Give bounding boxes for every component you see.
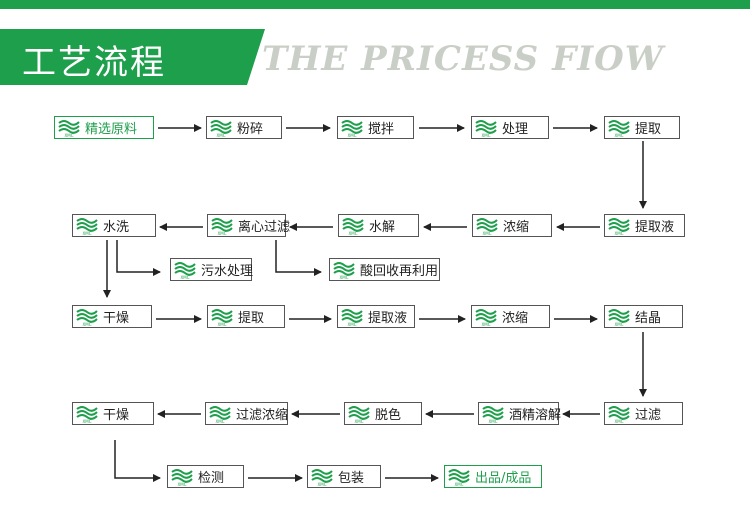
- step-water-wash: XMC 水洗: [72, 214, 156, 237]
- step-filter: XMC 过滤: [604, 402, 683, 425]
- svg-text:XMC: XMC: [181, 275, 190, 280]
- step-inspect: XMC 检测: [167, 465, 244, 488]
- xmc-logo-icon: XMC: [474, 307, 498, 327]
- xmc-logo-icon: XMC: [347, 404, 371, 424]
- svg-text:XMC: XMC: [178, 482, 187, 487]
- step-treat: XMC 处理: [471, 116, 549, 139]
- svg-text:XMC: XMC: [218, 231, 227, 236]
- svg-text:XMC: XMC: [65, 133, 74, 138]
- svg-text:XMC: XMC: [615, 231, 624, 236]
- xmc-logo-icon: XMC: [607, 216, 631, 236]
- step-centrifugal-filter: XMC 离心过滤: [207, 214, 290, 237]
- svg-text:XMC: XMC: [349, 231, 358, 236]
- xmc-logo-icon: XMC: [209, 118, 233, 138]
- step-decolorize: XMC 脱色: [344, 402, 422, 425]
- step-extract: XMC 提取: [604, 116, 680, 139]
- step-package: XMC 包装: [307, 465, 381, 488]
- xmc-logo-icon: XMC: [310, 467, 334, 487]
- page-title: 工艺流程: [22, 43, 166, 83]
- xmc-logo-icon: XMC: [210, 216, 234, 236]
- xmc-logo-icon: XMC: [447, 467, 471, 487]
- step-hydrolyze: XMC 水解: [338, 214, 419, 237]
- xmc-logo-icon: XMC: [607, 307, 631, 327]
- svg-text:XMC: XMC: [218, 322, 227, 327]
- top-accent-bar: [0, 0, 750, 9]
- step-finished-product: XMC 出品/成品: [444, 465, 542, 488]
- arrow: [116, 240, 161, 276]
- step-dry-2: XMC 干燥: [72, 402, 154, 425]
- svg-text:XMC: XMC: [348, 133, 357, 138]
- svg-text:XMC: XMC: [482, 133, 491, 138]
- arrow: [275, 240, 322, 276]
- step-dry: XMC 干燥: [72, 305, 152, 328]
- svg-text:XMC: XMC: [482, 322, 491, 327]
- xmc-logo-icon: XMC: [170, 467, 194, 487]
- xmc-logo-icon: XMC: [340, 307, 364, 327]
- step-extract-liquid: XMC 提取液: [604, 214, 685, 237]
- xmc-logo-icon: XMC: [340, 118, 364, 138]
- svg-text:XMC: XMC: [318, 482, 327, 487]
- step-alcohol-dissolve: XMC 酒精溶解: [478, 402, 561, 425]
- svg-text:XMC: XMC: [83, 231, 92, 236]
- xmc-logo-icon: XMC: [75, 404, 99, 424]
- svg-text:XMC: XMC: [83, 322, 92, 327]
- svg-text:XMC: XMC: [348, 322, 357, 327]
- step-filter-concentrate: XMC 过滤浓缩: [205, 402, 288, 425]
- svg-text:XMC: XMC: [355, 419, 364, 424]
- xmc-logo-icon: XMC: [173, 260, 197, 280]
- xmc-logo-icon: XMC: [57, 118, 81, 138]
- xmc-logo-icon: XMC: [332, 260, 356, 280]
- svg-text:XMC: XMC: [615, 133, 624, 138]
- step-crush: XMC 粉碎: [206, 116, 282, 139]
- step-extract-liquid-2: XMC 提取液: [337, 305, 415, 328]
- svg-text:XMC: XMC: [340, 275, 349, 280]
- step-select-raw-materials: XMC 精选原料: [54, 116, 154, 139]
- arrow: [114, 440, 161, 482]
- step-stir: XMC 搅拌: [337, 116, 414, 139]
- xmc-logo-icon: XMC: [75, 216, 99, 236]
- xmc-logo-icon: XMC: [475, 216, 499, 236]
- step-extract-2: XMC 提取: [207, 305, 285, 328]
- step-concentrate-2: XMC 浓缩: [471, 305, 550, 328]
- step-concentrate: XMC 浓缩: [472, 214, 552, 237]
- xmc-logo-icon: XMC: [341, 216, 365, 236]
- xmc-logo-icon: XMC: [208, 404, 232, 424]
- svg-text:XMC: XMC: [483, 231, 492, 236]
- xmc-logo-icon: XMC: [474, 118, 498, 138]
- svg-text:XMC: XMC: [216, 419, 225, 424]
- svg-text:XMC: XMC: [615, 322, 624, 327]
- page-subtitle: THE PRICESS FIOW: [262, 39, 664, 79]
- header-banner-light-panel: [247, 29, 750, 85]
- step-crystallize: XMC 结晶: [604, 305, 683, 328]
- step-acid-recovery: XMC 酸回收再利用: [329, 258, 440, 281]
- svg-text:XMC: XMC: [615, 419, 624, 424]
- svg-text:XMC: XMC: [83, 419, 92, 424]
- xmc-logo-icon: XMC: [607, 118, 631, 138]
- header-banner: 工艺流程 THE PRICESS FIOW: [0, 29, 750, 85]
- xmc-logo-icon: XMC: [210, 307, 234, 327]
- xmc-logo-icon: XMC: [481, 404, 505, 424]
- svg-text:XMC: XMC: [217, 133, 226, 138]
- xmc-logo-icon: XMC: [607, 404, 631, 424]
- step-wastewater-treatment: XMC 污水处理: [170, 258, 253, 281]
- svg-text:XMC: XMC: [455, 482, 464, 487]
- svg-text:XMC: XMC: [489, 419, 498, 424]
- xmc-logo-icon: XMC: [75, 307, 99, 327]
